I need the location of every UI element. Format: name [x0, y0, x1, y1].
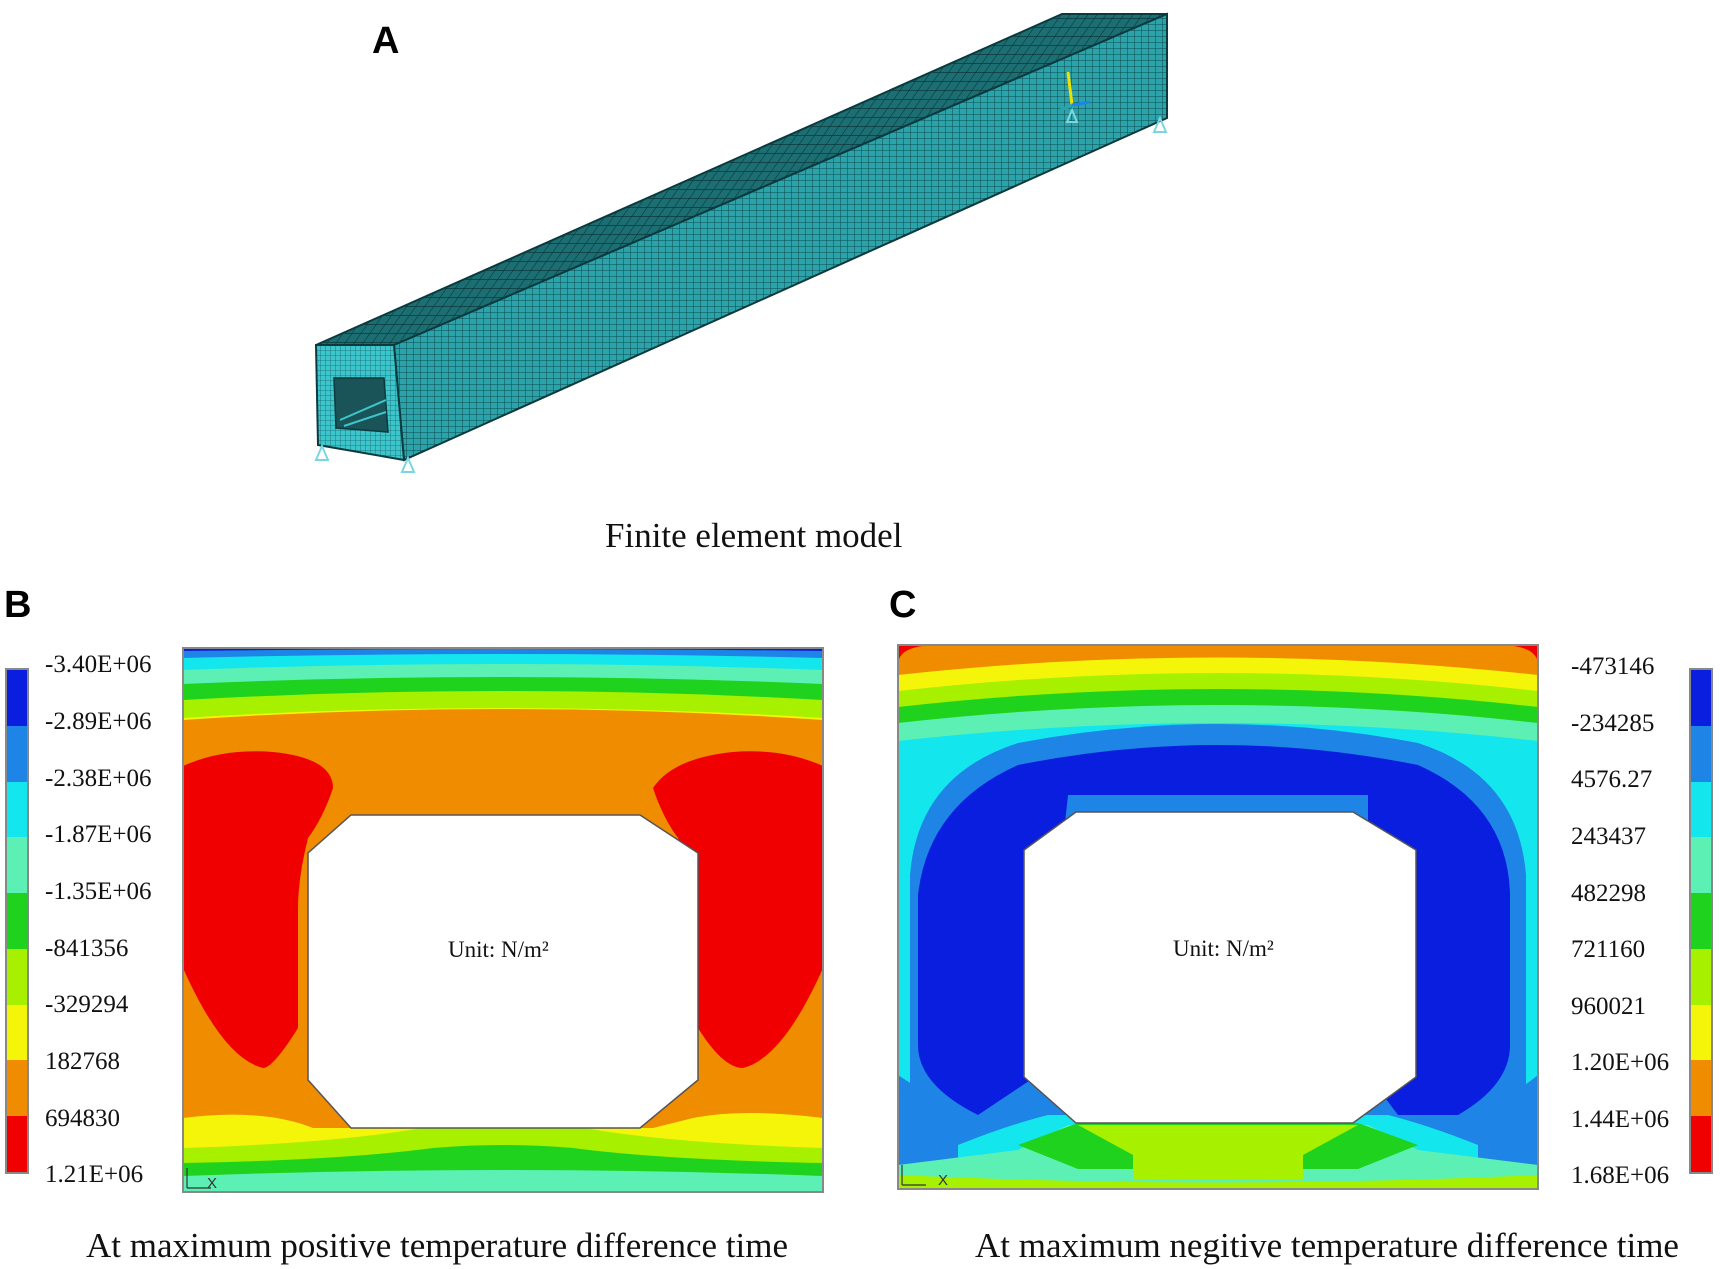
legend-label: -1.35E+06 — [45, 878, 152, 905]
legend-swatch — [1691, 837, 1711, 894]
legend-swatch — [1691, 1116, 1711, 1173]
legend-swatch — [7, 948, 27, 1005]
legend-swatch — [1691, 725, 1711, 782]
finite-element-model — [314, 12, 1168, 473]
legend-label: 1.44E+06 — [1571, 1106, 1670, 1133]
panel-c-axis-x-label: X — [938, 1172, 948, 1189]
axis-triad-icon: X — [901, 1165, 948, 1189]
legend-swatch — [7, 893, 27, 949]
legend-swatch — [1691, 1004, 1711, 1061]
legend-label: -3.40E+06 — [45, 651, 152, 678]
legend-swatch — [7, 725, 27, 782]
legend-swatch — [1691, 893, 1711, 949]
legend-label: 4576.27 — [1571, 766, 1653, 793]
legend-label: 243437 — [1571, 823, 1646, 850]
legend-swatch — [7, 837, 27, 894]
panel-c-color-legend — [1689, 668, 1713, 1174]
legend-label: 1.20E+06 — [1571, 1049, 1670, 1076]
legend-label: 1.21E+06 — [45, 1161, 144, 1188]
legend-swatch — [1691, 670, 1711, 726]
legend-label: 182768 — [45, 1048, 120, 1075]
legend-label: -473146 — [1571, 653, 1655, 680]
support-marker-icon — [314, 107, 1168, 473]
legend-label: -2.89E+06 — [45, 708, 152, 735]
panel-b-axis-x-label: X — [207, 1175, 217, 1192]
panel-b-caption: At maximum positive temperature differen… — [86, 1226, 789, 1265]
panel-b-color-legend — [5, 668, 29, 1174]
legend-label: 960021 — [1571, 993, 1646, 1020]
legend-label: -234285 — [1571, 710, 1655, 737]
legend-label: -329294 — [45, 991, 129, 1018]
legend-swatch — [7, 670, 27, 726]
legend-swatch — [1691, 781, 1711, 838]
panel-c-unit-label: Unit: N/m² — [1173, 936, 1274, 961]
legend-label: -2.38E+06 — [45, 765, 152, 792]
panel-c-stress-contour: Unit: N/m² X — [897, 644, 1539, 1190]
legend-label: 694830 — [45, 1105, 120, 1132]
legend-swatch — [7, 1060, 27, 1117]
panel-b-letter: B — [4, 584, 32, 626]
panel-b-unit-label: Unit: N/m² — [448, 937, 549, 962]
panel-b-stress-contour: Unit: N/m² X — [182, 647, 824, 1193]
panel-a-caption: Finite element model — [605, 516, 903, 555]
axis-triad-icon: X — [186, 1168, 217, 1192]
panel-c-caption: At maximum negitive temperature differen… — [975, 1226, 1679, 1265]
legend-swatch — [7, 781, 27, 838]
legend-swatch — [1691, 1060, 1711, 1117]
panel-c-letter: C — [889, 584, 917, 626]
legend-label: 1.68E+06 — [1571, 1162, 1670, 1189]
panel-a-letter: A — [372, 20, 400, 62]
legend-label: -1.87E+06 — [45, 821, 152, 848]
coordinate-triad-icon — [1059, 71, 1091, 112]
box-girder-cell — [1023, 811, 1417, 1124]
legend-swatch — [1691, 948, 1711, 1005]
box-girder-cell — [307, 814, 699, 1129]
legend-swatch — [7, 1004, 27, 1061]
legend-label: 482298 — [1571, 880, 1646, 907]
legend-label: -841356 — [45, 935, 129, 962]
legend-swatch — [7, 1116, 27, 1173]
beam-mesh — [314, 12, 1168, 473]
legend-label: 721160 — [1571, 936, 1646, 963]
